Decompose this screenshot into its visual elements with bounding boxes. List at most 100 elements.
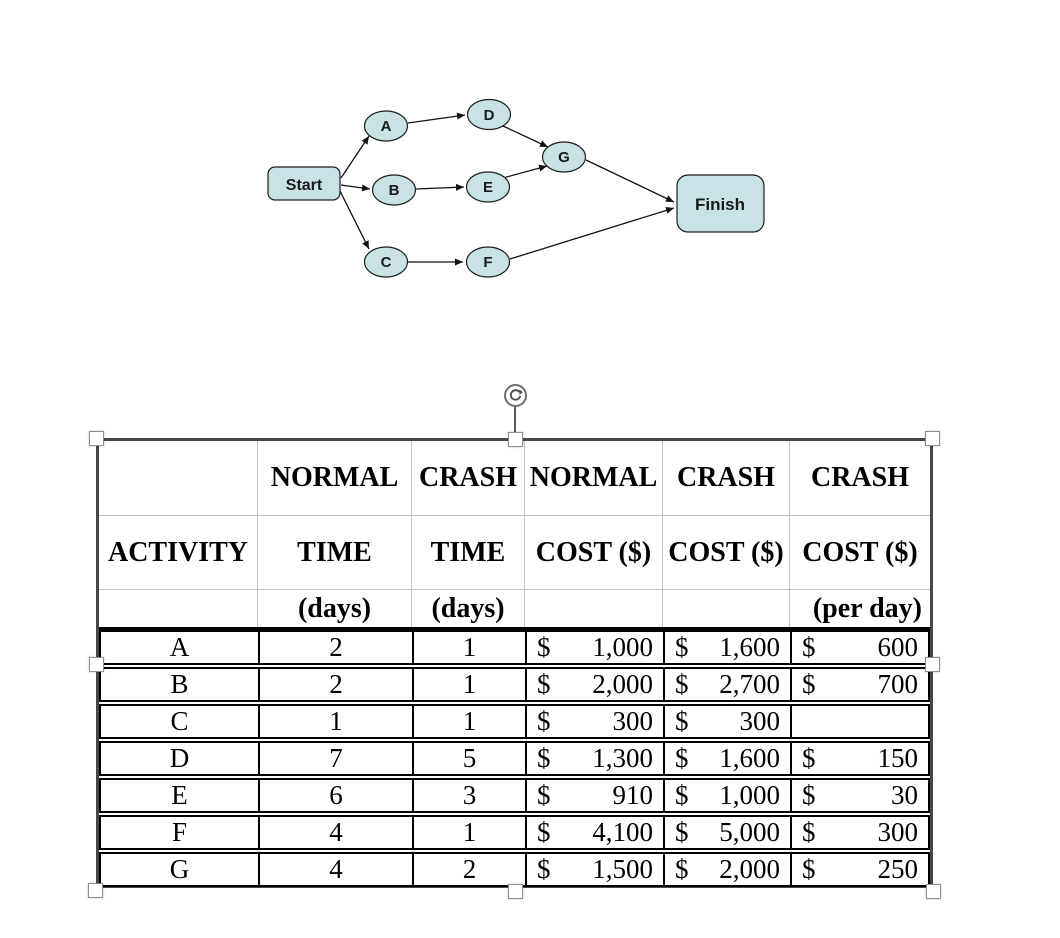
edge-start-a[interactable] — [340, 135, 370, 179]
selection-handle-top-right[interactable] — [924, 430, 940, 446]
cell-activity[interactable]: F — [171, 816, 188, 847]
cell-crash-cost[interactable]: $2,700 — [663, 669, 790, 700]
cell-normal-cost[interactable]: $1,000 — [525, 632, 663, 663]
cell-crash-cost-per-day[interactable]: $30 — [790, 780, 928, 811]
f-shape[interactable] — [465, 246, 511, 278]
c-shape[interactable] — [363, 246, 409, 278]
header-cell-activity[interactable]: ACTIVITY — [99, 516, 258, 590]
cell-normal-time[interactable]: 4 — [258, 817, 412, 848]
header-cell-crash[interactable]: CRASH — [663, 441, 790, 516]
d-shape[interactable] — [466, 98, 512, 131]
cell-crash-cost-per-day[interactable]: $250 — [790, 854, 928, 885]
cell-crash-cost[interactable]: $1,600 — [663, 632, 790, 663]
edge-f-finish[interactable] — [509, 207, 675, 260]
cell-crash-time[interactable]: 1 — [412, 632, 525, 663]
header-cell-time[interactable]: TIME — [412, 516, 525, 590]
start-shape[interactable] — [267, 166, 341, 201]
header-cell-days[interactable]: (days) — [412, 590, 525, 627]
cell-activity[interactable]: B — [170, 668, 189, 699]
selection-handle-middle-left[interactable] — [88, 656, 104, 672]
node-f[interactable]: F — [465, 246, 511, 278]
header-cell-crash[interactable]: CRASH — [412, 441, 525, 516]
network-diagram: Start A B C D E F G — [267, 98, 765, 278]
node-finish[interactable]: Finish — [676, 174, 765, 233]
header-cell-time[interactable]: TIME — [258, 516, 412, 590]
node-a[interactable]: A — [363, 110, 409, 142]
cell-normal-cost[interactable]: $4,100 — [525, 817, 663, 848]
edge-e-g[interactable] — [502, 164, 548, 179]
cell-crash-time[interactable]: 2 — [412, 854, 525, 885]
cell-crash-time[interactable]: 5 — [412, 743, 525, 774]
cell-normal-time[interactable]: 4 — [258, 854, 412, 885]
selection-handle-middle-right[interactable] — [924, 656, 940, 672]
a-shape[interactable] — [363, 110, 409, 142]
node-c[interactable]: C — [363, 246, 409, 278]
cell-activity[interactable]: E — [171, 779, 188, 810]
cell-crash-cost-per-day[interactable]: $600 — [790, 632, 928, 663]
edge-b-e[interactable] — [415, 183, 465, 191]
node-d[interactable]: D — [466, 98, 512, 131]
cell-activity[interactable]: C — [170, 705, 189, 736]
header-cell-per-day[interactable]: (per day) — [812, 592, 922, 624]
selection-handle-top-left[interactable] — [88, 430, 104, 446]
header-cell-days[interactable]: (days) — [258, 590, 412, 627]
selection-handle-bottom-left[interactable] — [87, 882, 103, 898]
table-row: A 2 1 $1,000 $1,600 $600 — [99, 630, 930, 665]
edge-g-finish[interactable] — [585, 159, 675, 203]
cell-crash-cost[interactable]: $1,000 — [663, 780, 790, 811]
cell-activity[interactable]: G — [169, 853, 190, 884]
cell-activity[interactable]: D — [169, 742, 190, 773]
cell-normal-time[interactable]: 7 — [258, 743, 412, 774]
cell-crash-cost-per-day[interactable]: $300 — [790, 817, 928, 848]
cell-normal-cost[interactable]: $300 — [525, 706, 663, 737]
edge-a-d[interactable] — [407, 112, 466, 124]
cell-crash-cost[interactable]: $5,000 — [663, 817, 790, 848]
cell-crash-time[interactable]: 1 — [412, 669, 525, 700]
cell-crash-time[interactable]: 1 — [412, 706, 525, 737]
header-cell-crash[interactable]: CRASH — [790, 441, 930, 516]
node-start[interactable]: Start — [267, 166, 341, 201]
header-cell-normal[interactable]: NORMAL — [525, 441, 663, 516]
header-cell[interactable] — [663, 590, 790, 627]
header-cell[interactable] — [99, 590, 258, 627]
cell-normal-cost[interactable]: $1,300 — [525, 743, 663, 774]
cell-normal-cost[interactable]: $1,500 — [525, 854, 663, 885]
e-shape[interactable] — [465, 171, 511, 203]
cell-crash-cost[interactable]: $2,000 — [663, 854, 790, 885]
cost-value: 1,500 — [592, 853, 653, 884]
cell-normal-time[interactable]: 2 — [258, 632, 412, 663]
finish-shape[interactable] — [676, 174, 765, 233]
cell-crash-cost-per-day[interactable]: $700 — [790, 669, 928, 700]
node-b[interactable]: B — [371, 174, 417, 206]
selection-handle-bottom-center[interactable] — [507, 883, 523, 899]
crash-cost-table[interactable]: NORMAL CRASH NORMAL CRASH CRASH ACTIVITY… — [96, 438, 933, 888]
cell-crash-cost-per-day-empty[interactable] — [790, 706, 928, 737]
cell-normal-time[interactable]: 6 — [258, 780, 412, 811]
selection-handle-bottom-right[interactable] — [925, 883, 941, 899]
cell-activity[interactable]: A — [169, 631, 190, 662]
cell-normal-cost[interactable]: $910 — [525, 780, 663, 811]
cell-crash-cost[interactable]: $1,600 — [663, 743, 790, 774]
cell-crash-time[interactable]: 3 — [412, 780, 525, 811]
g-shape[interactable] — [541, 141, 587, 173]
cell-crash-time[interactable]: 1 — [412, 817, 525, 848]
header-cell-cost[interactable]: COST ($) — [790, 516, 930, 590]
header-cell-cost[interactable]: COST ($) — [525, 516, 663, 590]
b-shape[interactable] — [371, 174, 417, 206]
edge-d-g[interactable] — [502, 125, 549, 148]
cell-crash-cost[interactable]: $300 — [663, 706, 790, 737]
selection-handle-top-center[interactable] — [507, 431, 523, 447]
header-cell[interactable] — [525, 590, 663, 627]
node-e[interactable]: E — [465, 171, 511, 203]
cell-normal-cost[interactable]: $2,000 — [525, 669, 663, 700]
cell-crash-cost-per-day[interactable]: $150 — [790, 743, 928, 774]
rotate-handle[interactable] — [504, 384, 527, 407]
edge-start-c[interactable] — [339, 190, 370, 250]
cell-normal-time[interactable]: 2 — [258, 669, 412, 700]
node-g[interactable]: G — [541, 141, 587, 173]
header-cell[interactable] — [99, 441, 258, 516]
cell-normal-time[interactable]: 1 — [258, 706, 412, 737]
header-cell-normal[interactable]: NORMAL — [258, 441, 412, 516]
header-cell-cost[interactable]: COST ($) — [663, 516, 790, 590]
edge-start-b[interactable] — [340, 184, 371, 192]
